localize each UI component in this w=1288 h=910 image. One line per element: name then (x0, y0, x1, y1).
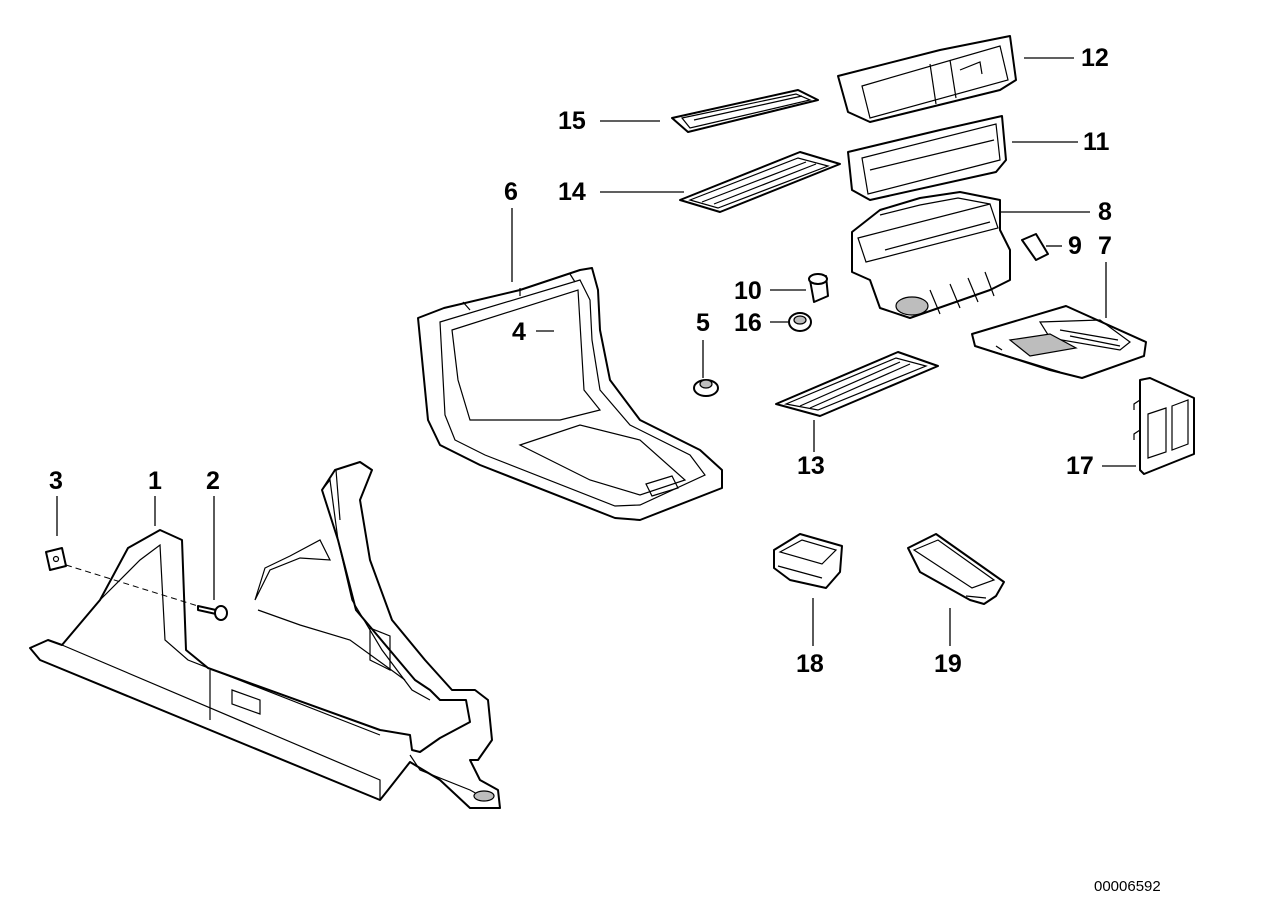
part-2-drawing (197, 605, 228, 621)
label-part-13: 13 (797, 452, 825, 480)
reference-number: 00006592 (1094, 878, 1161, 895)
part-11-drawing (847, 115, 1007, 201)
part-15-drawing (671, 89, 819, 133)
label-part-19: 19 (934, 650, 962, 678)
label-part-15: 15 (558, 107, 586, 135)
part-9-drawing (1021, 233, 1049, 261)
part-13-drawing (775, 351, 939, 417)
label-part-12: 12 (1081, 44, 1109, 72)
label-part-4: 4 (512, 318, 526, 346)
part-7-drawing (971, 305, 1147, 379)
assembly-line-3-2 (65, 564, 199, 607)
label-part-16: 16 (734, 309, 762, 337)
label-part-10: 10 (734, 277, 762, 305)
label-part-5: 5 (696, 309, 710, 337)
part-5-drawing (693, 379, 719, 397)
part-1-drawing (29, 461, 501, 809)
part-6-drawing (417, 267, 723, 521)
label-part-11: 11 (1083, 128, 1110, 156)
part-17-drawing (1133, 377, 1195, 475)
label-part-14: 14 (558, 178, 586, 206)
part-18-drawing (773, 533, 843, 589)
part-14-drawing (679, 151, 841, 213)
leader-lines (56, 57, 1136, 646)
part-10-drawing (808, 273, 829, 303)
label-part-17: 17 (1066, 452, 1094, 480)
part-16-drawing (788, 312, 812, 332)
part-12-drawing (837, 35, 1017, 123)
label-part-9: 9 (1068, 232, 1082, 260)
label-part-2: 2 (206, 467, 220, 495)
label-part-3: 3 (49, 467, 63, 495)
label-part-7: 7 (1098, 232, 1112, 260)
part-8-drawing (851, 191, 1011, 319)
label-part-6: 6 (504, 178, 518, 206)
part-19-drawing (907, 533, 1005, 605)
label-part-18: 18 (796, 650, 824, 678)
label-part-8: 8 (1098, 198, 1112, 226)
part-3-drawing (45, 547, 67, 571)
label-part-1: 1 (148, 467, 162, 495)
part-labels: 1 2 3 4 5 6 7 8 9 10 11 12 13 14 15 16 1… (49, 44, 1112, 678)
